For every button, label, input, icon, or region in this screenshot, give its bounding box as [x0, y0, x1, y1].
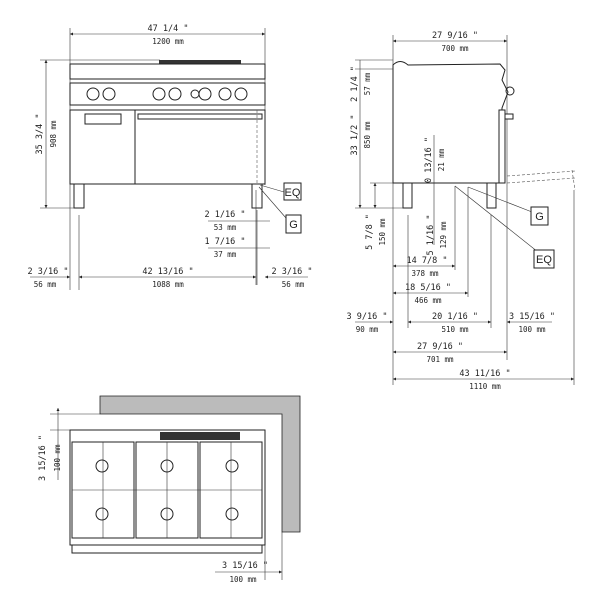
- control-panel: [69, 82, 266, 106]
- total-depth-in: 27 9/16 ": [417, 342, 463, 352]
- right-leg-in: 2 3/16 ": [272, 267, 313, 277]
- front-leg-mm: 100 mm: [518, 325, 546, 334]
- eq-label: EQ: [285, 187, 301, 199]
- eq-dist-in: 14 7/8 ": [407, 256, 448, 266]
- depth-mm: 700 mm: [441, 44, 469, 53]
- height-mm: 908 mm: [49, 120, 58, 148]
- front-view: 47 1/4 " 1200 mm 35 3/4 " 908 mm EQ G: [28, 24, 313, 290]
- leg-mm: 150 mm: [378, 218, 387, 246]
- g-dist-in: 18 5/16 ": [405, 283, 451, 293]
- eq-connection-label: [533, 249, 555, 269]
- oven-handle: [137, 113, 263, 120]
- total-depth-mm: 701 mm: [426, 355, 454, 364]
- left-leg-in: 2 3/16 ": [28, 267, 69, 277]
- griddle: [160, 432, 240, 440]
- control-knobs: [86, 87, 248, 101]
- g-label: G: [289, 219, 298, 231]
- oven-door: [498, 109, 506, 184]
- eq-dist-mm: 378 mm: [411, 269, 439, 278]
- eq-label: EQ: [536, 254, 552, 266]
- height-in: 35 3/4 ": [35, 114, 45, 155]
- conn-h2-in: 5 1/16 ": [426, 215, 436, 256]
- width-in: 47 1/4 ": [148, 24, 189, 34]
- leg-in: 5 7/8 ": [365, 214, 375, 250]
- leg-span-mm: 1088 mm: [152, 280, 184, 289]
- griddle-plate: [159, 60, 241, 64]
- side-view: 27 9/16 " 700 mm 2 1/4 " 57 mm 33 1/2 " …: [347, 31, 576, 391]
- cooktop-outline: [69, 429, 266, 546]
- depth-in: 27 9/16 ": [432, 31, 478, 41]
- side-body: [392, 61, 509, 184]
- g-dist-mm: 466 mm: [414, 296, 442, 305]
- open-depth-mm: 1110 mm: [469, 382, 501, 391]
- conn-h2-mm: 129 mm: [439, 221, 448, 249]
- cabinet-handle: [84, 113, 122, 125]
- g-connection-label: [285, 214, 302, 234]
- front-leg-in: 3 15/16 ": [509, 312, 555, 322]
- eq-offset-in: 2 1/16 ": [205, 210, 246, 220]
- top-mm: 57 mm: [363, 72, 372, 95]
- right-leg-mm: 56 mm: [282, 280, 305, 289]
- open-depth-in: 43 11/16 ": [459, 369, 510, 379]
- control-front: [71, 544, 263, 554]
- rear-clear-in: 3 15/16 ": [38, 435, 48, 481]
- eq-offset-mm: 53 mm: [214, 223, 237, 232]
- g-label: G: [535, 211, 544, 223]
- rear-clear-mm: 100 mm: [53, 444, 62, 472]
- width-mm: 1200 mm: [152, 37, 184, 46]
- conn-h1-in: 0 13/16 ": [424, 137, 434, 183]
- eq-connection-label: [283, 182, 302, 201]
- rear-leg-in: 3 9/16 ": [347, 312, 388, 322]
- cooktop: [69, 63, 266, 80]
- side-leg-span-mm: 510 mm: [441, 325, 469, 334]
- left-leg-mm: 56 mm: [34, 280, 57, 289]
- top-in: 2 1/4 ": [350, 66, 360, 102]
- g-offset-mm: 37 mm: [214, 250, 237, 259]
- body-mm: 850 mm: [363, 121, 372, 149]
- g-offset-in: 1 7/16 ": [205, 237, 246, 247]
- conn-h1-mm: 21 mm: [437, 148, 446, 171]
- body-in: 33 1/2 ": [350, 115, 360, 156]
- leg-span-in: 42 13/16 ": [142, 267, 193, 277]
- side-clear-mm: 100 mm: [229, 575, 257, 584]
- leg: [73, 183, 85, 209]
- rear-leg-mm: 90 mm: [356, 325, 379, 334]
- g-connection-label: [530, 206, 549, 226]
- side-clear-in: 3 15/16 ": [222, 561, 268, 571]
- leg: [251, 183, 263, 209]
- burner-grates: [71, 441, 263, 539]
- side-leg-span-in: 20 1/16 ": [432, 312, 478, 322]
- top-view: 3 15/16 " 100 mm 3 15/16 " 100 mm: [38, 395, 301, 584]
